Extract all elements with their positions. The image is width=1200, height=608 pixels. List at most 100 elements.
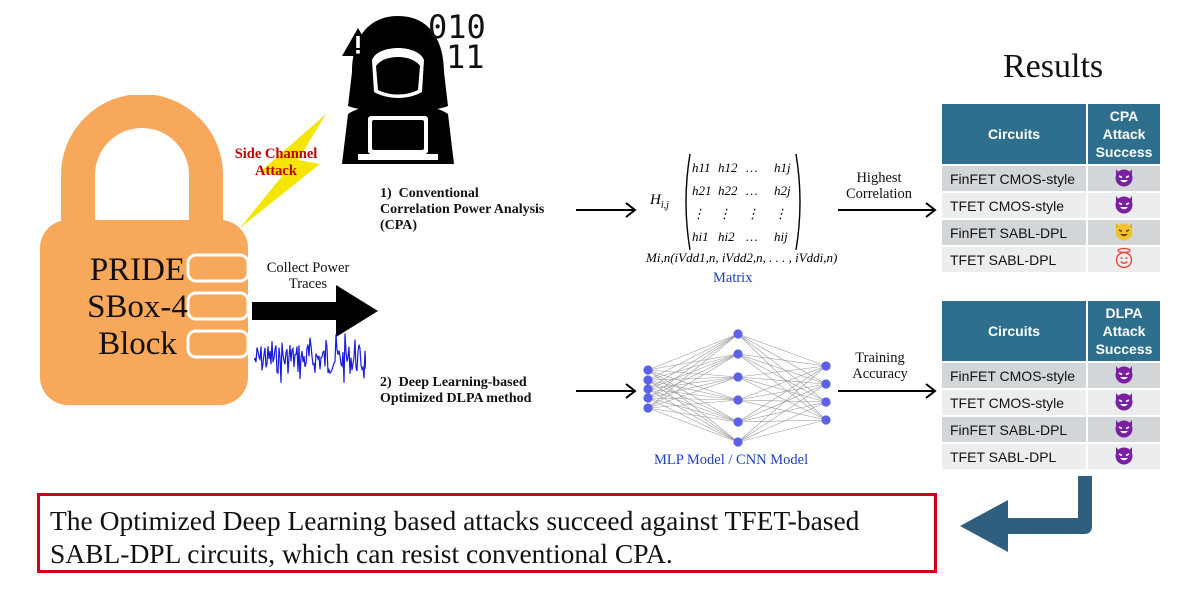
nn-connection <box>737 365 827 378</box>
training-label-line: Accuracy <box>852 366 908 382</box>
matrix-lhs: Hi,j <box>650 192 669 211</box>
arrow-to-dlpa-results <box>838 383 937 399</box>
nn-connection <box>647 376 739 409</box>
arrow-to-cpa-results <box>838 202 937 218</box>
matrix-cell: h21 <box>692 183 712 198</box>
nn-connection <box>737 365 827 423</box>
nn-connection <box>647 388 739 423</box>
nn-neuron <box>821 379 831 389</box>
nn-connection <box>647 333 739 390</box>
matrix-row: h11 h12 … h1j <box>692 156 802 179</box>
nn-caption: MLP Model / CNN Model <box>654 452 809 468</box>
purple-devil-icon <box>1086 415 1162 444</box>
matrix-cell: ⋮ <box>718 206 731 221</box>
table-row: TFET CMOS-style <box>940 191 1162 220</box>
matrix-lhs-symbol: H <box>650 192 661 208</box>
nn-connection <box>737 365 827 443</box>
yellow-devil-icon <box>1086 218 1162 247</box>
purple-devil-icon <box>1086 361 1162 390</box>
table-header-success-text: CPA Attack Success <box>1095 108 1153 160</box>
nn-connection <box>647 407 739 423</box>
side-channel-label-line: Side Channel <box>234 146 318 162</box>
nn-connection <box>647 388 739 443</box>
training-accuracy-label: Training Accuracy <box>842 350 918 382</box>
power-trace-waveform <box>254 333 366 383</box>
circuit-cell: TFET SABL-DPL <box>940 442 1088 471</box>
lightning-bolt-icon <box>240 114 326 228</box>
matrix-cell: … <box>746 183 758 198</box>
matrix-cell: hi2 <box>718 229 735 244</box>
training-label-line: Training <box>855 350 905 366</box>
side-channel-attack-label: Side Channel Attack <box>226 146 326 180</box>
binary-line: 010 <box>428 8 486 46</box>
arrow-to-matrix <box>576 202 637 218</box>
nn-neuron <box>733 372 743 382</box>
table-header-circuits: Circuits <box>940 299 1088 363</box>
lock-label-line: Block <box>98 326 177 362</box>
nn-connection <box>737 401 827 423</box>
nn-connection <box>737 376 827 385</box>
padlock-icon <box>40 95 250 405</box>
matrix-brackets <box>685 153 801 251</box>
nn-connection <box>647 353 739 409</box>
binary-line: 11 <box>446 38 485 76</box>
nn-connection <box>737 419 827 423</box>
collect-label-line: Traces <box>288 276 328 292</box>
nn-connection <box>647 376 739 399</box>
nn-neuron <box>733 395 743 405</box>
matrix-cell: h1j <box>774 160 791 175</box>
circuit-cell: FinFET SABL-DPL <box>940 218 1088 247</box>
nn-connection <box>737 383 827 443</box>
collect-label-line: Collect Power <box>266 260 350 276</box>
purple-devil-icon <box>1086 164 1162 193</box>
nn-connection <box>737 333 827 421</box>
nn-connection <box>737 333 827 385</box>
matrix-cell: ⋮ <box>774 206 787 221</box>
nn-neuron <box>643 384 653 394</box>
return-arrow-icon <box>960 476 1092 552</box>
nn-connection <box>737 353 827 421</box>
hacker-icon <box>342 16 454 164</box>
method-1-line: Correlation Power Analysis <box>380 202 545 217</box>
nn-connection <box>647 333 739 381</box>
table-row: TFET SABL-DPL <box>940 245 1162 274</box>
method-2-label: 2) Deep Learning-based Optimized DLPA me… <box>380 375 531 407</box>
nn-connection <box>737 333 827 403</box>
collect-power-traces-label: Collect Power Traces <box>246 260 370 292</box>
nn-neuron <box>821 361 831 371</box>
side-channel-label-line: Attack <box>255 163 297 179</box>
conclusion-box: The Optimized Deep Learning based attack… <box>37 493 937 573</box>
method-1-number: 1) <box>380 186 392 201</box>
nn-connection <box>737 333 827 367</box>
table-row: FinFET CMOS-style <box>940 164 1162 193</box>
nn-connection <box>647 397 739 423</box>
method-2-line: Optimized DLPA method <box>380 391 532 406</box>
circuit-cell: FinFET CMOS-style <box>940 164 1088 193</box>
table-header-success-text: DLPA Attack Success <box>1095 305 1153 357</box>
method-1-line: (CPA) <box>380 218 418 233</box>
nn-connection <box>647 369 739 378</box>
nn-connection <box>647 353 739 399</box>
table-row: FinFET CMOS-style <box>940 361 1162 390</box>
nn-connection <box>647 353 739 381</box>
nn-neuron <box>733 329 743 339</box>
nn-neuron <box>643 375 653 385</box>
matrix-cell: h11 <box>692 160 711 175</box>
nn-neuron <box>733 417 743 427</box>
nn-connection <box>647 369 739 401</box>
matrix-caption: Matrix <box>713 270 753 286</box>
circuit-cell: TFET CMOS-style <box>940 191 1088 220</box>
nn-connection <box>737 401 827 443</box>
circuit-cell: FinFET SABL-DPL <box>940 415 1088 444</box>
method-1-line: Conventional <box>398 186 479 201</box>
nn-neuron <box>821 415 831 425</box>
table-header-circuits: Circuits <box>940 102 1088 166</box>
table-row: TFET CMOS-style <box>940 388 1162 417</box>
waveform-line <box>254 333 366 383</box>
nn-neuron <box>733 349 743 359</box>
nn-connection <box>647 333 739 399</box>
nn-connection <box>737 419 827 443</box>
nn-connection <box>647 407 739 443</box>
matrix-row: ⋮ ⋮ ⋮ ⋮ <box>692 202 802 225</box>
matrix-grid: h11 h12 … h1j h21 h22 … h2j ⋮ ⋮ ⋮ ⋮ hi1 … <box>692 156 802 248</box>
